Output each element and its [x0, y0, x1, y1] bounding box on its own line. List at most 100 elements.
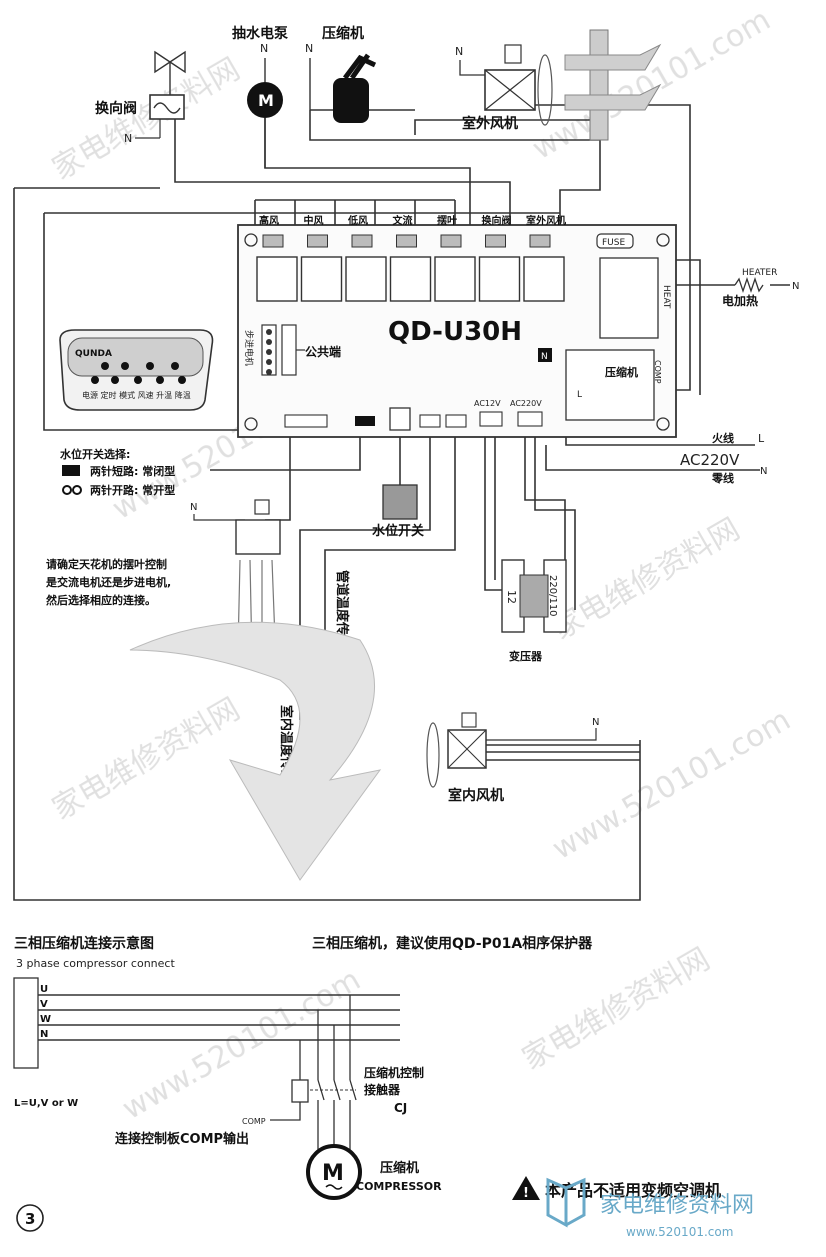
bottom-connectors [284, 407, 543, 431]
contactor: 压缩机控制 接触器 CJ COMP 连接控制板COMP输出 [115, 995, 424, 1150]
sine-icon [153, 102, 181, 114]
label-n: N [305, 42, 313, 55]
relay-row [256, 234, 565, 302]
label-outdoor-fan: 室外风机 [462, 115, 518, 132]
relay [345, 256, 387, 302]
water-select-row1: 两针短路: 常闭型 [90, 464, 175, 478]
jumper-open-icon [62, 485, 72, 495]
relay [434, 256, 476, 302]
airflow-arrow-icon [129, 621, 382, 881]
contactor-label1: 压缩机控制 [364, 1065, 424, 1080]
relay-label: 摆叶 [437, 214, 457, 227]
transformer-12: 12 [505, 590, 518, 604]
ac220v-power-label: AC220V [680, 451, 740, 469]
watermark-text: 家电维修资料网 [47, 52, 246, 187]
three-phase-recommend: 三相压缩机，建议使用QD-P01A相序保护器 [312, 935, 593, 952]
label-n: N [455, 45, 463, 58]
warning-text: 本产品不适用变频空调机 [545, 1181, 721, 1200]
motor-icon [247, 82, 283, 118]
remote-brand: QUNDA [75, 349, 112, 359]
site-url: www.520101.com [626, 1225, 733, 1239]
label-compressor: 压缩机 [322, 25, 364, 42]
water-select-row2: 两针开路: 常开型 [90, 483, 175, 497]
note-line3: 然后选择相应的连接。 [46, 593, 156, 607]
compressor-top: 压缩机 N [305, 25, 415, 123]
outdoor-fan: N 室外风机 [455, 29, 662, 141]
label-n: N [260, 42, 268, 55]
water-select-title: 水位开关选择: [60, 447, 130, 461]
relay-terminal [529, 234, 551, 248]
main-wires [13, 104, 790, 901]
remote-buttons: 电源 定时 模式 风速 升温 降温 [82, 390, 191, 400]
relay-terminal [396, 234, 417, 248]
phase-label: N [40, 1029, 48, 1040]
svg-text:!: ! [523, 1186, 529, 1201]
relay-terminal [485, 234, 506, 248]
water-switch-select: 水位开关选择: 两针短路: 常闭型 两针开路: 常开型 [60, 447, 175, 497]
heater-n-label: N [792, 281, 799, 292]
motor-icon [306, 1144, 362, 1200]
label-pump: 抽水电泵 [232, 25, 288, 42]
transformer-label: 变压器 [509, 649, 543, 663]
contactor-label2: 接触器 [364, 1082, 401, 1097]
label-n: N [592, 717, 599, 728]
compressor-relay [565, 349, 655, 421]
warning-icon [512, 1176, 540, 1200]
three-phase-title: 三相压缩机连接示意图 [14, 935, 154, 952]
relay [523, 256, 565, 302]
heat-relay [599, 257, 659, 339]
watermark-text: www.520101.com [117, 962, 367, 1127]
page-number: 3 [16, 1204, 44, 1232]
ac220v-label: AC220V [510, 399, 542, 408]
ac12v-label: AC12V [474, 399, 501, 408]
motor-label-en: COMPRESSOR [356, 1180, 442, 1193]
note-line1: 请确定天花机的摆叶控制 [46, 557, 167, 571]
motor-letter: M [258, 91, 274, 110]
fan-blade-icon [537, 54, 553, 126]
relay-terminal [262, 234, 284, 248]
neutral-label: 零线 [711, 471, 734, 485]
jumper-closed-icon [62, 465, 80, 476]
indoor-fan-label: 室内风机 [448, 787, 504, 804]
relay-label: 低风 [347, 214, 368, 227]
phase-label: W [40, 1014, 51, 1025]
remote-receiver: QUNDA 电源 定时 模式 风速 升温 降温 [59, 329, 214, 411]
control-board: 高风中风低风文流摆叶换向阀室外风机 FUSE HEAT QD-U30H 步进电机… [237, 214, 677, 438]
l-mark: L [577, 390, 582, 400]
heater-resistor-icon [734, 276, 764, 294]
power-labels: HEATER 电加热 N 火线 L AC220V N 零线 [680, 268, 799, 485]
heat-label: HEAT [661, 285, 671, 309]
watermark-text: 家电维修资料网 [47, 692, 246, 827]
power-n-label: N [760, 466, 767, 477]
water-level-switch: 水位开关 [372, 484, 424, 539]
relay [478, 256, 521, 302]
capacitor-icon [504, 44, 522, 64]
relay-terminal [440, 234, 462, 248]
reversing-valve: 换向阀 N [95, 50, 186, 145]
watermark-text: www.520101.com [527, 2, 777, 167]
l-definition: L=U,V or W [14, 1098, 78, 1109]
water-switch-label: 水位开关 [372, 523, 424, 539]
radiator-icon [589, 29, 609, 141]
three-phase-title-en: 3 phase compressor connect [16, 957, 175, 970]
warning: ! 本产品不适用变频空调机 [512, 1176, 721, 1201]
heater-label: HEATER [742, 268, 777, 278]
site-cn: 家电维修资料网 [600, 1193, 754, 1218]
connect-text: 连接控制板COMP输出 [115, 1131, 249, 1147]
motor-letter: M [322, 1161, 344, 1186]
contactor-cj: CJ [394, 1101, 407, 1115]
three-phase-section: 三相压缩机连接示意图 3 phase compressor connect 三相… [13, 935, 593, 1200]
relay-label-row: 高风中风低风文流摆叶换向阀室外风机 [259, 214, 566, 227]
l-label: L [758, 432, 765, 445]
fuse-label: FUSE [602, 238, 625, 248]
watermark-text: 家电维修资料网 [517, 942, 716, 1077]
comp-label: COMP [653, 360, 662, 384]
label-n: N [124, 132, 132, 145]
site-logo: 家电维修资料网 www.520101.com [546, 1177, 754, 1239]
swing-note: 请确定天花机的摆叶控制 是交流电机还是步进电机, 然后选择相应的连接。 [45, 557, 171, 607]
relay-label: 室外风机 [526, 214, 566, 227]
relay-terminal [307, 234, 328, 248]
step-motor-label: 步进电机 [243, 330, 255, 366]
